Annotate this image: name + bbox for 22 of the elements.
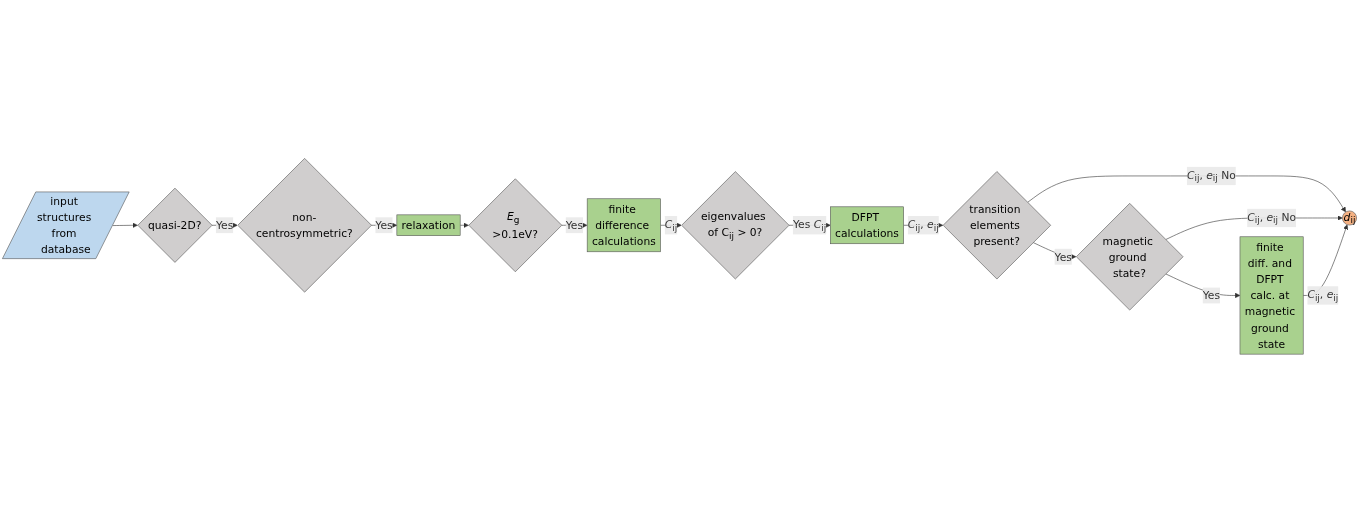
edge-label: Yes xyxy=(1202,288,1221,302)
node-diamond: E$_{g}$ >0.1eV? xyxy=(468,178,563,272)
node-diamond: quasi-2D? xyxy=(137,187,213,263)
edge-label: C$_{ij}$, e$_{ij}$ No xyxy=(1186,168,1236,184)
edge-label: Yes xyxy=(565,218,583,232)
edge-label: Yes xyxy=(1054,250,1072,263)
node-box: finite difference calculations xyxy=(586,198,661,252)
edge-label: C$_{ij}$, e$_{ij}$ No xyxy=(1247,210,1297,226)
node-diamond: eigenvalues of C$_{ij}$ > 0? xyxy=(681,171,790,280)
edge-label: C$_{ij}$, e$_{ij}$ xyxy=(907,217,939,233)
node-box: relaxation xyxy=(396,214,461,236)
node-box: DFPT calculations xyxy=(830,206,904,244)
edge-label: C$_{ij}$ xyxy=(664,217,678,233)
edge-label: C$_{ij}$, e$_{ij}$ xyxy=(1307,287,1339,303)
edge-label: Yes xyxy=(215,218,234,232)
edge-label: Yes C$_{ij}$ xyxy=(792,217,827,233)
node-diamond: non-centrosymmetric? xyxy=(237,157,372,293)
node-diamond: magnetic ground state? xyxy=(1076,202,1184,311)
node-box: finite diff. and DFPT calc. at magnetic ground state xyxy=(1239,236,1304,355)
node-circle: d$_{ij}$ xyxy=(1342,210,1357,226)
node-diamond: transition elements present? xyxy=(942,170,1051,280)
edge-label: Yes xyxy=(375,218,393,232)
